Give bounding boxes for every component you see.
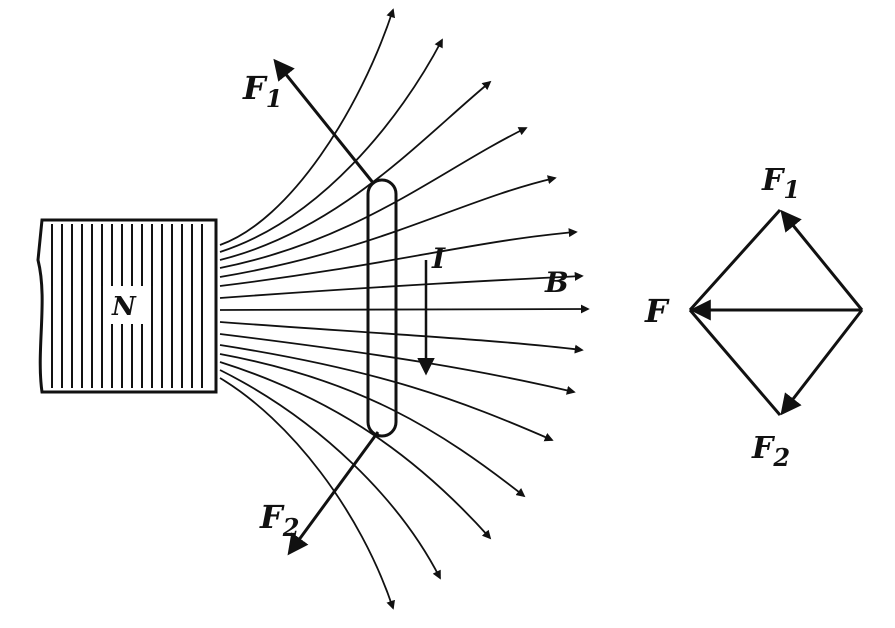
- triangle-f1-label: F1: [761, 163, 800, 204]
- triangle-f2-label: F2: [751, 431, 790, 472]
- force-f1-arrow: [273, 58, 376, 185]
- magnetic-field-lines: [219, 8, 590, 610]
- field-line: [219, 377, 395, 610]
- field-line: [219, 127, 528, 269]
- force-f2-label: F2: [259, 498, 299, 542]
- field-line: [219, 8, 396, 246]
- field-line: [219, 369, 441, 580]
- field-line: [219, 228, 578, 287]
- rhombus-f1-top-left-edge: [688, 208, 782, 312]
- rhombus-f1-arrow: [780, 209, 864, 311]
- field-line: [219, 321, 584, 354]
- force-f1-label: F1: [242, 69, 282, 113]
- pole-label: N: [111, 292, 137, 322]
- force-resolution-diagram: [688, 208, 864, 416]
- field-line: [219, 175, 557, 278]
- field-line: [219, 38, 443, 253]
- magnet-north-pole: N: [36, 218, 218, 394]
- resultant-force-label: F: [644, 292, 670, 330]
- field-line: [219, 353, 526, 498]
- field-line: [219, 304, 590, 314]
- rhombus-f2-bottom-left-edge: [688, 309, 782, 416]
- field-line: [219, 344, 554, 442]
- force-f2-arrow: [287, 431, 380, 556]
- field-line: [219, 271, 584, 299]
- rhombus-f2-arrow: [780, 309, 864, 416]
- current-label: I: [431, 242, 446, 275]
- coil-loop: [366, 178, 398, 438]
- pole-label-background: [104, 286, 144, 324]
- field-label: B: [544, 266, 569, 299]
